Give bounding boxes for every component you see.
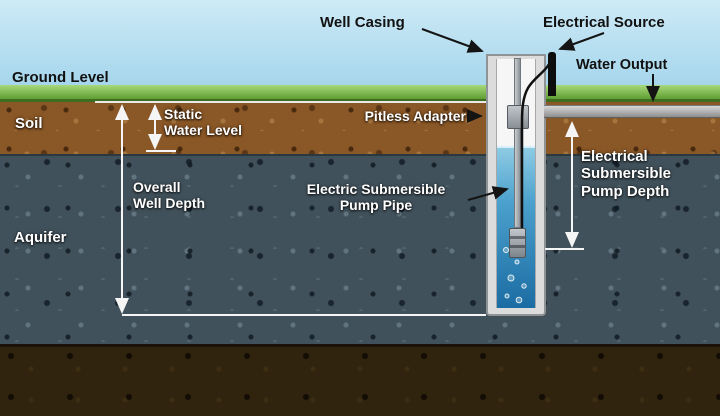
pitless-adapter-label: Pitless Adapter (364, 108, 466, 124)
electrical-source-label: Electrical Source (543, 14, 665, 31)
bedrock-layer (0, 344, 720, 416)
static-water-level-label: Static Water Level (164, 106, 243, 139)
pump-pipe-label: Electric Submersible Pump Pipe (306, 181, 446, 214)
electrical-source-conduit (548, 52, 556, 96)
soil-label: Soil (15, 115, 43, 132)
pump-depth-label: Electrical Submersible Pump Depth (581, 148, 672, 200)
grass-layer (0, 85, 720, 102)
water-output-label: Water Output (576, 57, 668, 73)
pitless-adapter (507, 105, 529, 129)
ground-level-label: Ground Level (12, 69, 109, 86)
well-casing-label: Well Casing (320, 14, 405, 31)
submersible-pump (509, 228, 526, 258)
water-output-pipe (544, 105, 720, 118)
overall-well-depth-label: Overall Well Depth (133, 179, 206, 212)
submersible-pump-pipe (514, 58, 521, 228)
aquifer-label: Aquifer (14, 229, 67, 246)
